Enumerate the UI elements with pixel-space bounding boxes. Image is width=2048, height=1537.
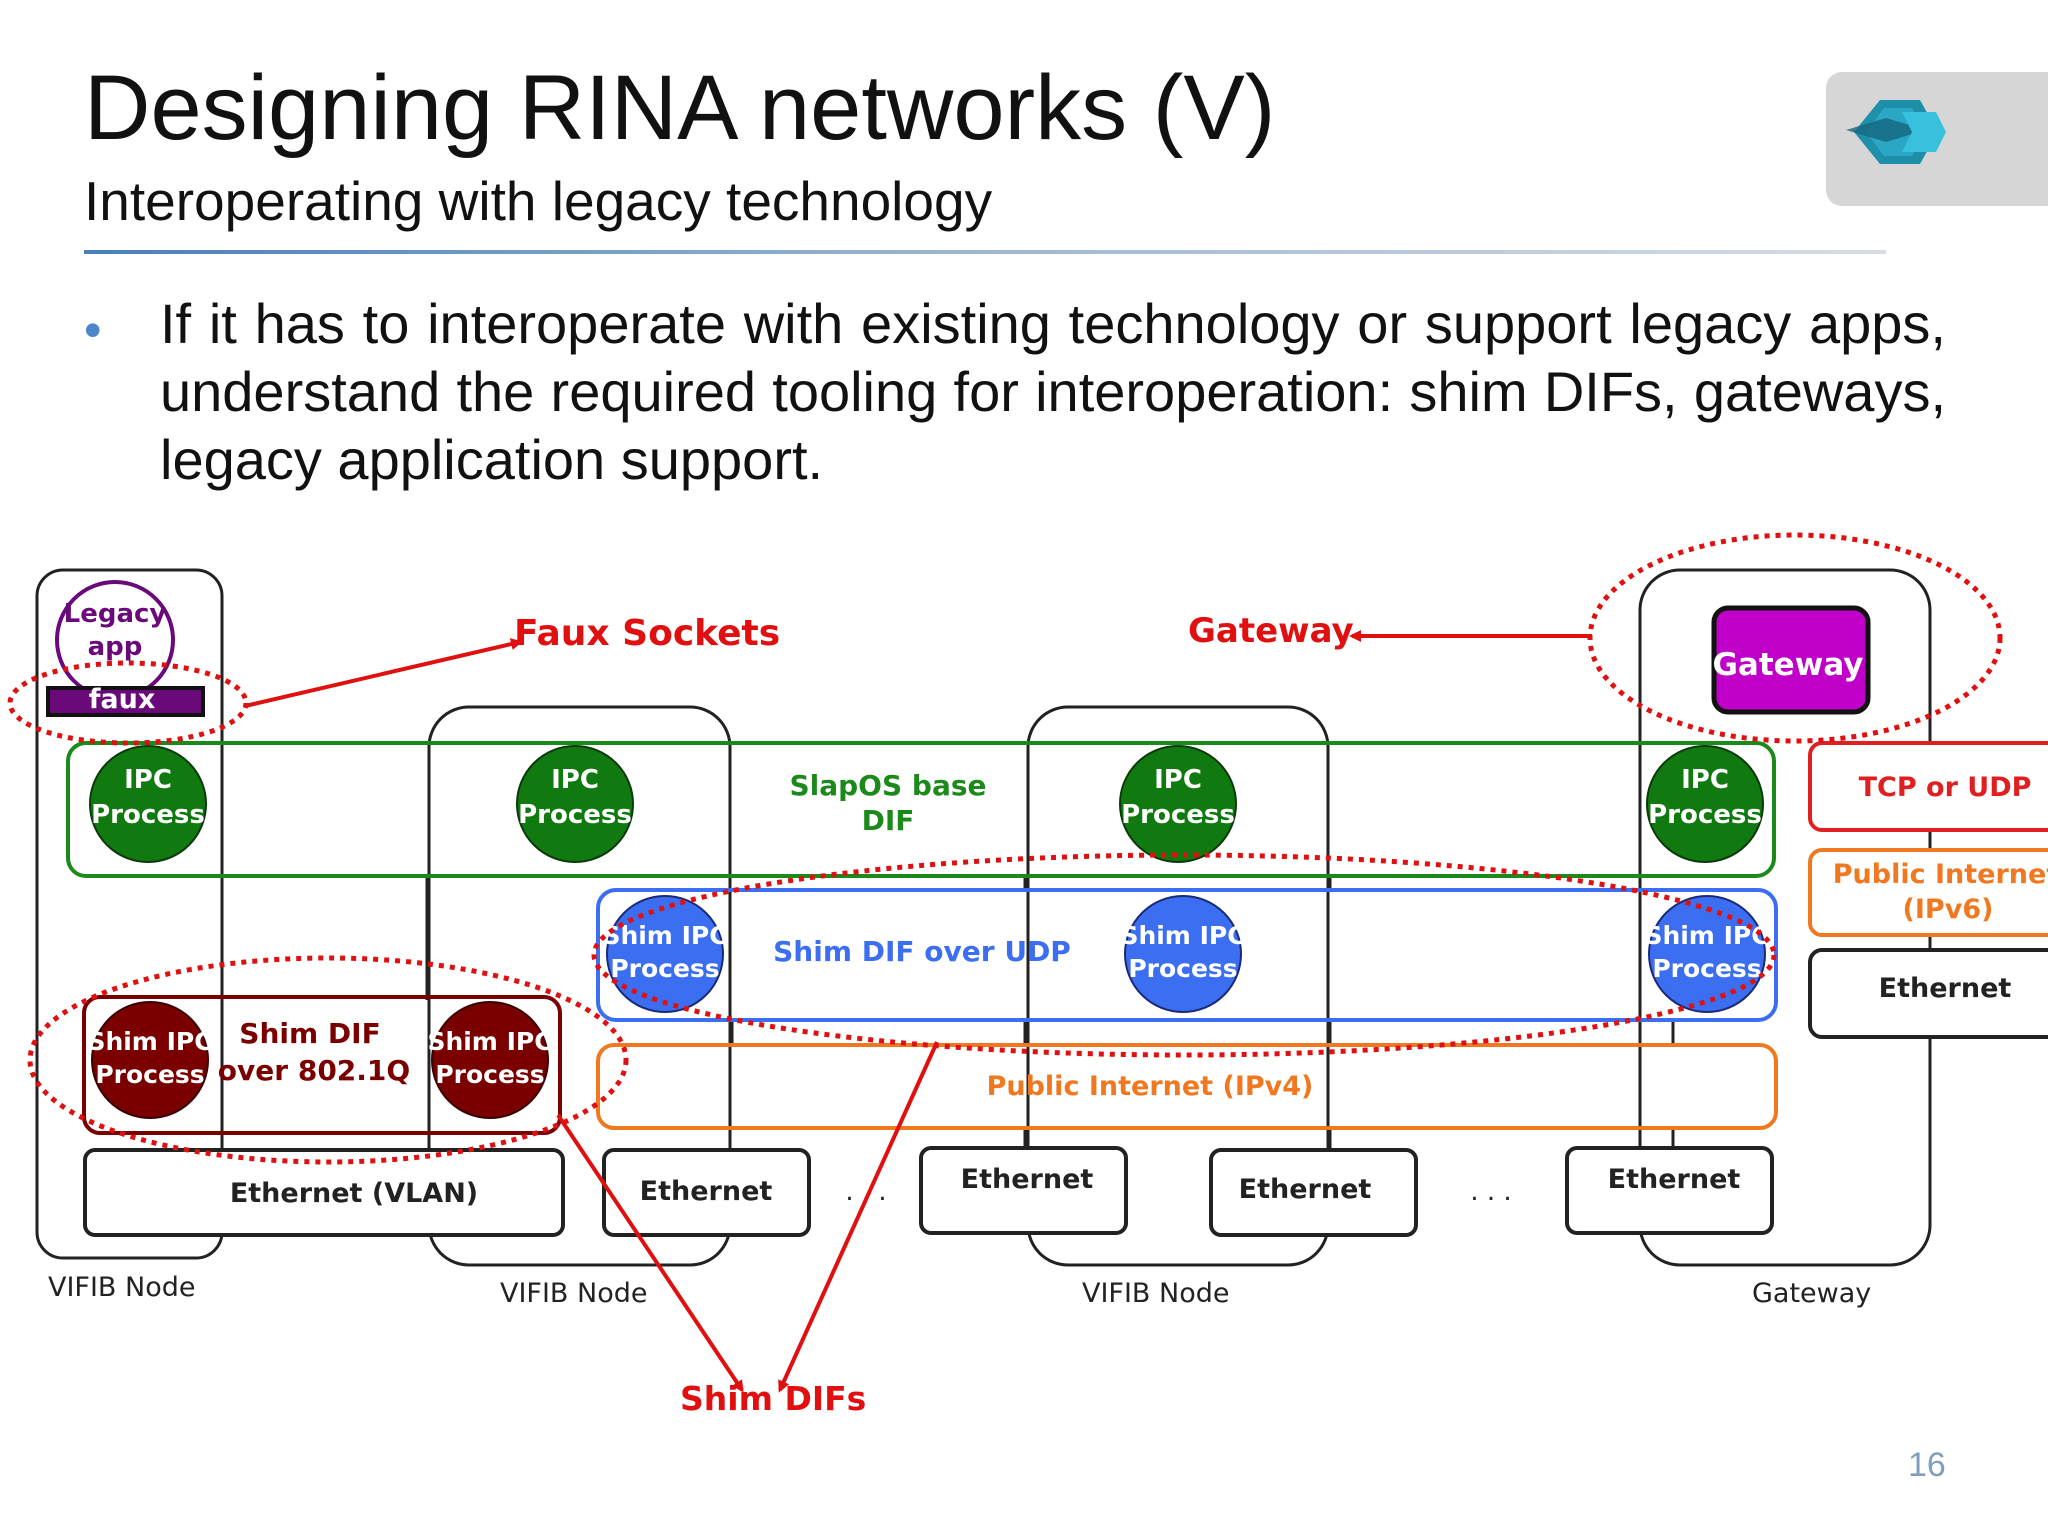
- gateway-box-label: Gateway: [1712, 647, 1863, 683]
- tcp-or-udp-box: [1808, 741, 2048, 832]
- legacy-app-label: Legacy: [64, 599, 167, 629]
- shim-ipc-process-udp: Shim IPC Process: [602, 895, 728, 1013]
- node-label: VIFIB Node: [1082, 1278, 1230, 1309]
- logo-panel: [1826, 72, 2048, 206]
- slide-subtitle: Interoperating with legacy technology: [84, 170, 993, 232]
- hexagon-logo-icon: [1846, 100, 1946, 164]
- svg-text:IPC: IPC: [124, 765, 172, 795]
- svg-text:Shim IPC: Shim IPC: [1120, 921, 1245, 950]
- ellipsis: . . .: [1470, 1177, 1511, 1207]
- tcp-or-udp-label: TCP or UDP: [1859, 772, 2032, 803]
- title-divider: [84, 250, 1886, 254]
- node-label: Gateway: [1752, 1278, 1871, 1309]
- public-internet-ipv4-label: Public Internet (IPv4): [987, 1071, 1314, 1102]
- svg-text:Shim IPC: Shim IPC: [427, 1027, 552, 1056]
- ethernet-label: Ethernet: [1879, 973, 2012, 1004]
- ethernet-label: Ethernet: [1239, 1174, 1372, 1205]
- bullet-icon: •: [84, 302, 102, 358]
- svg-text:IPC: IPC: [1154, 765, 1202, 795]
- ethernet-label: Ethernet: [1608, 1164, 1741, 1195]
- ethernet-label: Ethernet: [640, 1176, 773, 1207]
- gateway-annotation: Gateway: [1188, 611, 1354, 651]
- svg-text:Process: Process: [435, 1060, 544, 1089]
- node-label: VIFIB Node: [48, 1272, 196, 1303]
- page-number: 16: [1908, 1446, 1946, 1484]
- node-outline-2: [427, 705, 732, 1267]
- shim-ipc-process-vlan: Shim IPC Process: [427, 1001, 553, 1119]
- svg-text:IPC: IPC: [1681, 765, 1729, 795]
- ethernet-vlan-box: [83, 1148, 565, 1237]
- svg-text:Process: Process: [91, 800, 205, 830]
- svg-text:Process: Process: [610, 954, 719, 983]
- ethernet-box: [602, 1148, 811, 1237]
- public-internet-ipv4: [596, 1043, 1778, 1130]
- ethernet-box: [919, 1146, 1128, 1235]
- node-label: VIFIB Node: [500, 1278, 648, 1309]
- public-internet-ipv6-label-2: (IPv6): [1903, 894, 1994, 925]
- shim-ipc-process-vlan: Shim IPC Process: [87, 1001, 213, 1119]
- public-internet-ipv6-box: [1808, 848, 2048, 937]
- svg-text:IPC: IPC: [551, 765, 599, 795]
- shim-ipc-process-udp: Shim IPC Process: [1120, 895, 1246, 1013]
- faux-label: faux: [89, 684, 156, 715]
- svg-text:Process: Process: [1121, 800, 1235, 830]
- svg-text:Process: Process: [1648, 800, 1762, 830]
- shim-dif-udp-label: Shim DIF over UDP: [773, 935, 1071, 968]
- ethernet-box: [1565, 1146, 1774, 1235]
- ipc-process: IPC Process: [1646, 745, 1764, 863]
- annotation-arrows: [244, 630, 1592, 1393]
- svg-text:Process: Process: [1652, 954, 1761, 983]
- slapos-base-dif: [66, 741, 1776, 878]
- ipc-process: IPC Process: [89, 745, 207, 863]
- shim-dif-8021q-label: Shim DIF: [239, 1017, 380, 1050]
- shim-dif-8021q: [82, 995, 562, 1135]
- svg-text:Process: Process: [518, 800, 632, 830]
- shim-dif-8021q-label-2: over 802.1Q: [218, 1054, 410, 1087]
- shim-ipc-process-udp: Shim IPC Process: [1644, 895, 1770, 1013]
- ipc-process: IPC Process: [516, 745, 634, 863]
- slide-title: Designing RINA networks (V): [84, 57, 1276, 159]
- slapos-dif-label-2: DIF: [862, 804, 915, 837]
- ethernet-label: Ethernet: [961, 1164, 1094, 1195]
- ethernet-vlan-label: Ethernet (VLAN): [230, 1178, 478, 1209]
- ipc-process: IPC Process: [1119, 745, 1237, 863]
- slapos-dif-label: SlapOS base: [789, 769, 986, 802]
- svg-text:Shim IPC: Shim IPC: [87, 1027, 212, 1056]
- public-internet-ipv6-label: Public Internet: [1833, 859, 2048, 890]
- legacy-app-label-2: app: [88, 632, 143, 662]
- bullet-text: If it has to interoperate with existing …: [160, 292, 1946, 491]
- faux-socket-bar: [46, 686, 205, 717]
- gateway-box: [1711, 605, 1871, 715]
- node-outline-3: [1026, 705, 1330, 1267]
- ethernet-box: [1808, 948, 2048, 1039]
- svg-text:Process: Process: [1128, 954, 1237, 983]
- faux-sockets-annotation: Faux Sockets: [514, 613, 780, 654]
- shim-difs-annotation: Shim DIFs: [680, 1379, 866, 1418]
- ethernet-box: [1209, 1148, 1418, 1237]
- svg-text:Process: Process: [95, 1060, 204, 1089]
